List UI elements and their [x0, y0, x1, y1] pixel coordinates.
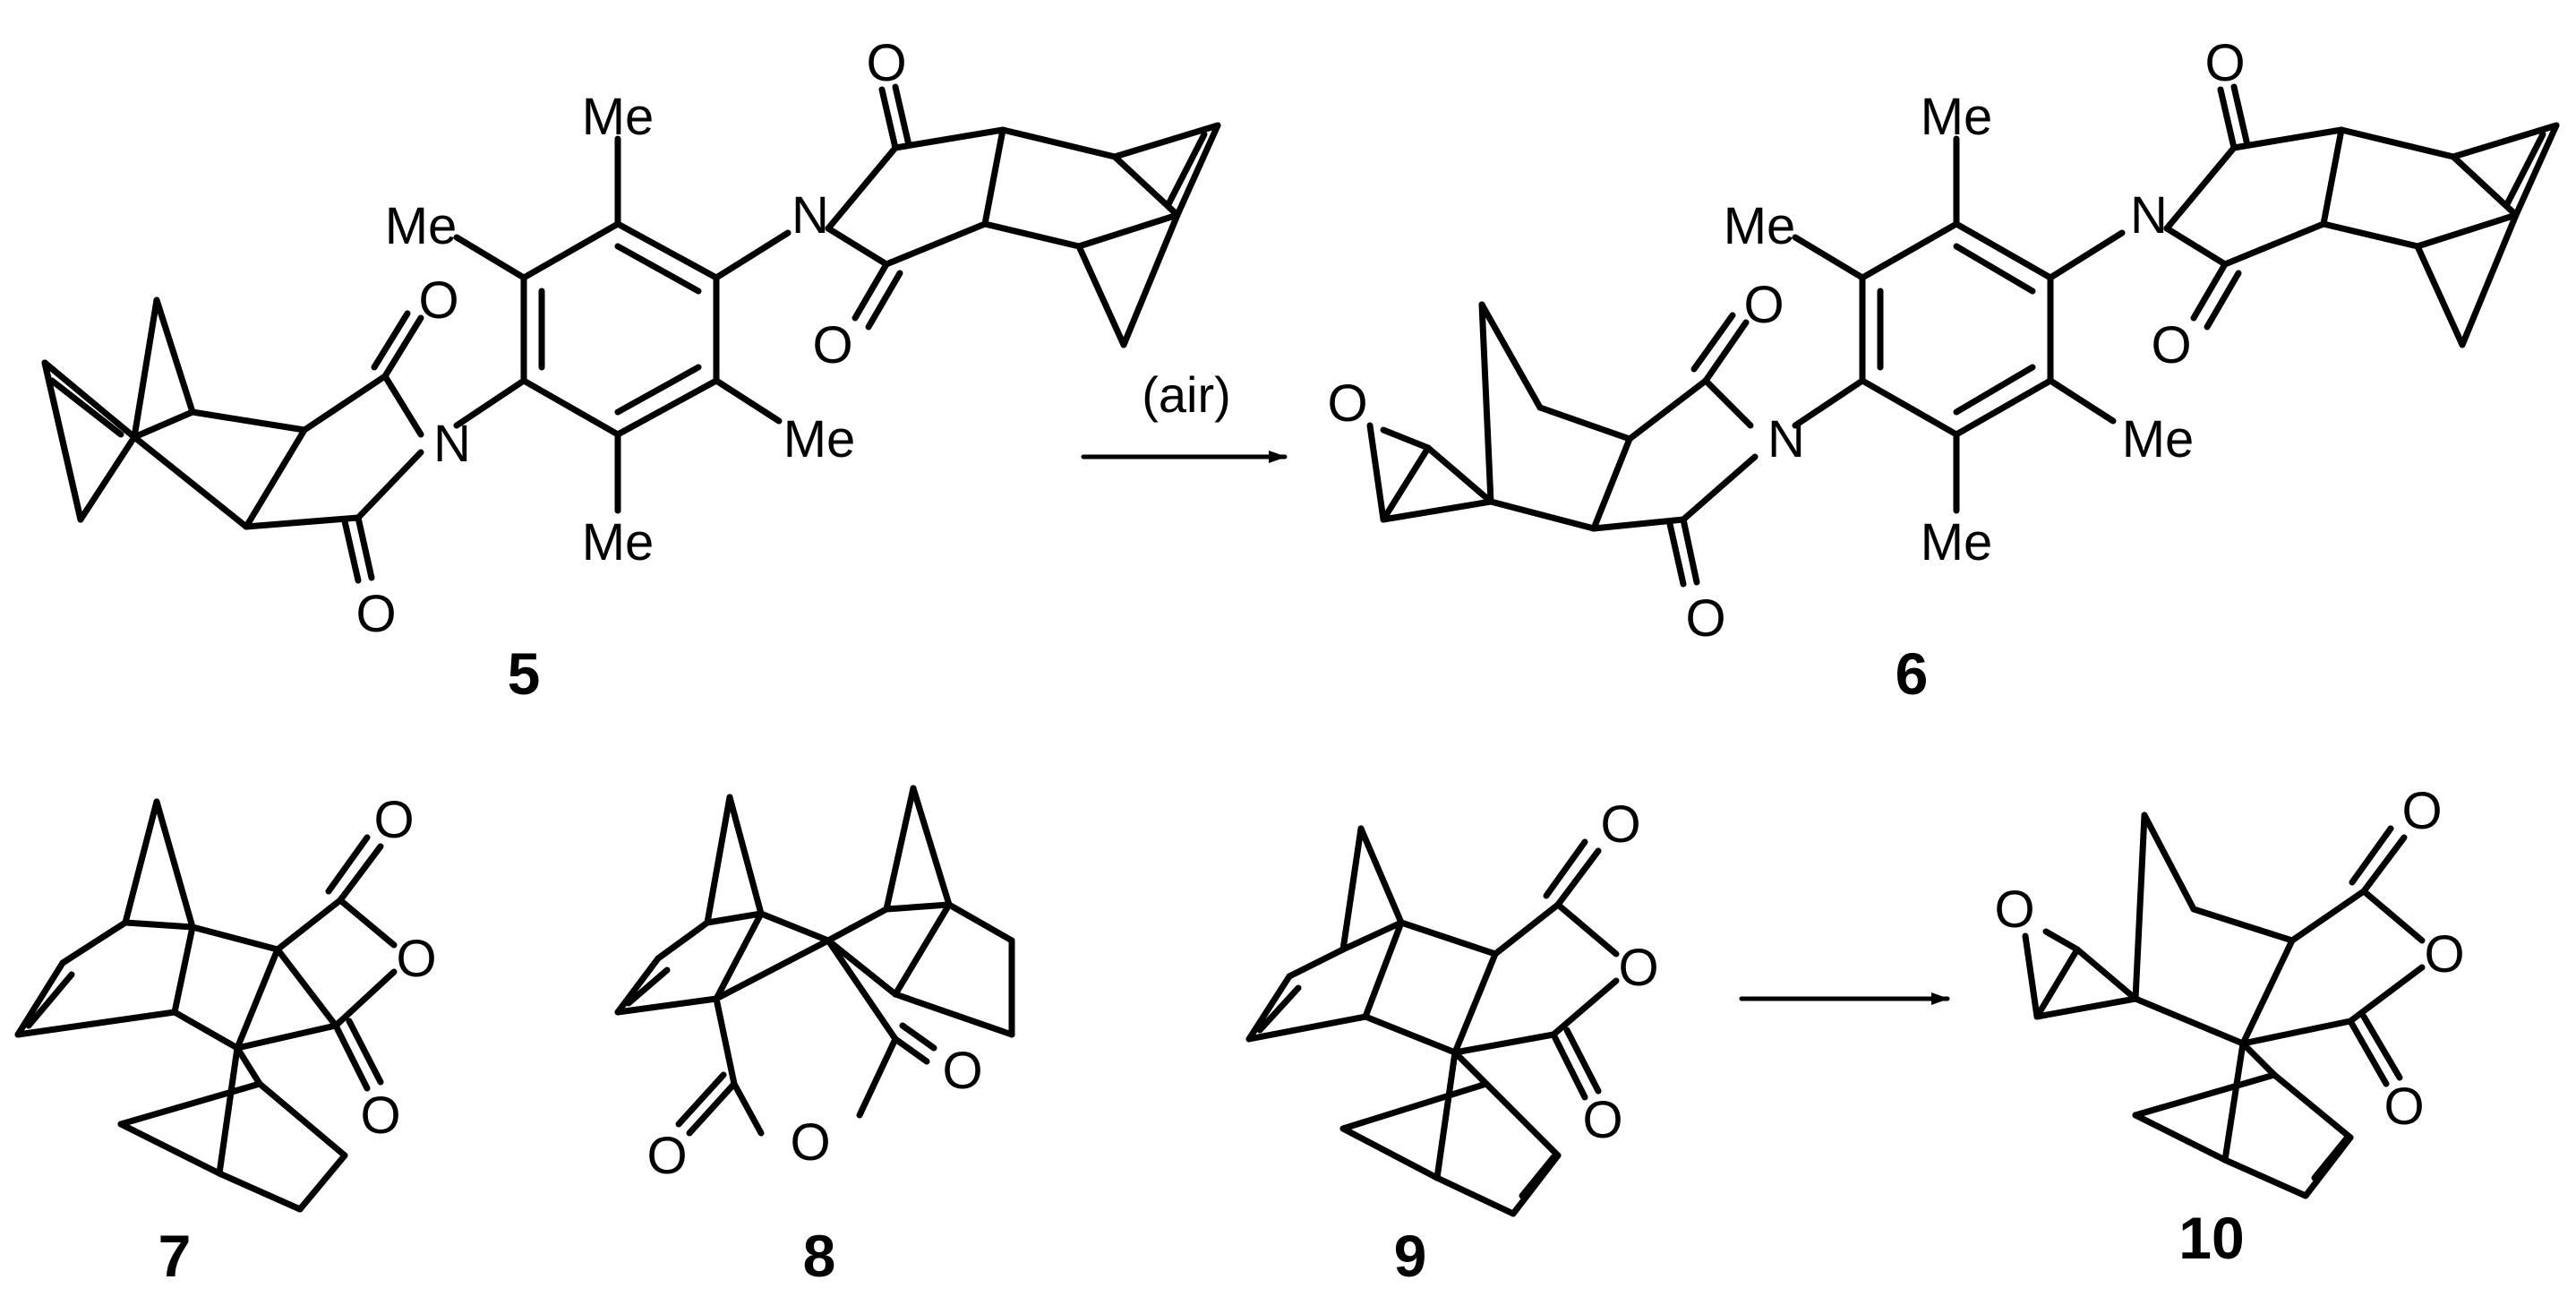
compound-7-ring-oxygen: O	[396, 930, 436, 988]
compound-5-n-right: N	[792, 186, 829, 245]
compound-5-me-left: Me	[385, 197, 458, 255]
compound-5-me-bottom: Me	[582, 513, 655, 571]
compound-6-right-norbornene	[2163, 83, 2560, 348]
compound-9-label: 9	[1394, 1223, 1427, 1289]
compound-5-left-norbornene	[41, 296, 424, 584]
compound-6-me-right: Me	[2122, 410, 2195, 468]
compound-5-benzene-ring	[453, 135, 792, 514]
compound-10-epoxide-oxygen: O	[1994, 880, 2034, 939]
compound-8: O O O 8	[614, 785, 1015, 1289]
compound-6-me-left: Me	[1724, 197, 1796, 255]
compound-8-label: 8	[803, 1223, 836, 1289]
compound-9-oxygen-top: O	[1600, 795, 1640, 854]
compound-6-benzene-ring	[1792, 135, 2126, 514]
compound-10-skeleton	[2022, 812, 2426, 1199]
compound-10-ring-oxygen: O	[2424, 925, 2464, 983]
compound-9-ring-oxygen: O	[1618, 939, 1658, 997]
compound-6-epoxy-norbornane	[1366, 301, 1759, 588]
reaction-condition-label: (air)	[1142, 366, 1231, 423]
compound-10-label: 10	[2178, 1205, 2244, 1271]
compound-5-oxygen-4: O	[812, 316, 852, 374]
compound-5-oxygen-2: O	[355, 585, 396, 643]
compound-5-label: 5	[508, 640, 541, 707]
compound-7-oxygen-top: O	[373, 791, 414, 849]
compound-8-oxygen-right: O	[942, 1042, 982, 1100]
compound-6-n-right: N	[2130, 186, 2168, 245]
compound-5-me-right: Me	[783, 410, 856, 468]
compound-6-n-left: N	[1767, 410, 1805, 468]
compound-5-oxygen-3: O	[866, 34, 906, 92]
compound-7: O O O 7	[14, 791, 437, 1289]
compound-8-ring-oxygen: O	[790, 1113, 830, 1172]
reaction-arrow-5-to-6: (air)	[1081, 366, 1288, 463]
compound-6: O Me Me Me Me N N O O O O 6	[1327, 34, 2560, 707]
compound-6-me-top: Me	[1921, 88, 1993, 146]
compound-7-oxygen-bottom: O	[360, 1087, 400, 1145]
compound-6-oxygen-3: O	[2204, 34, 2245, 92]
compound-5-me-top: Me	[582, 88, 655, 146]
compound-9-skeleton	[1245, 825, 1620, 1217]
compound-10-oxygen-bottom: O	[2383, 1078, 2424, 1136]
compound-6-oxygen-1: O	[1743, 276, 1784, 334]
compound-5: Me Me Me Me N N O O O O 5	[41, 34, 1221, 707]
compound-7-skeleton	[14, 798, 398, 1213]
compound-5-right-norbornene	[825, 83, 1221, 348]
compound-6-oxygen-2: O	[1685, 589, 1725, 648]
compound-8-skeleton	[614, 785, 1015, 1137]
compound-6-oxygen-4: O	[2151, 316, 2191, 374]
compound-10-oxygen-top: O	[2401, 782, 2442, 840]
compound-8-oxygen-left: O	[646, 1127, 687, 1185]
compound-9: O O O 9	[1245, 795, 1659, 1289]
compound-6-label: 6	[1896, 640, 1929, 707]
compound-5-oxygen-1: O	[418, 271, 458, 330]
compound-7-label: 7	[158, 1223, 192, 1289]
compound-6-epoxide-oxygen: O	[1327, 374, 1367, 433]
compound-5-n-left: N	[433, 415, 471, 473]
compound-6-me-bottom: Me	[1921, 513, 1993, 571]
compound-10: O O O O 10	[1994, 782, 2464, 1271]
compound-9-oxygen-bottom: O	[1582, 1091, 1622, 1149]
